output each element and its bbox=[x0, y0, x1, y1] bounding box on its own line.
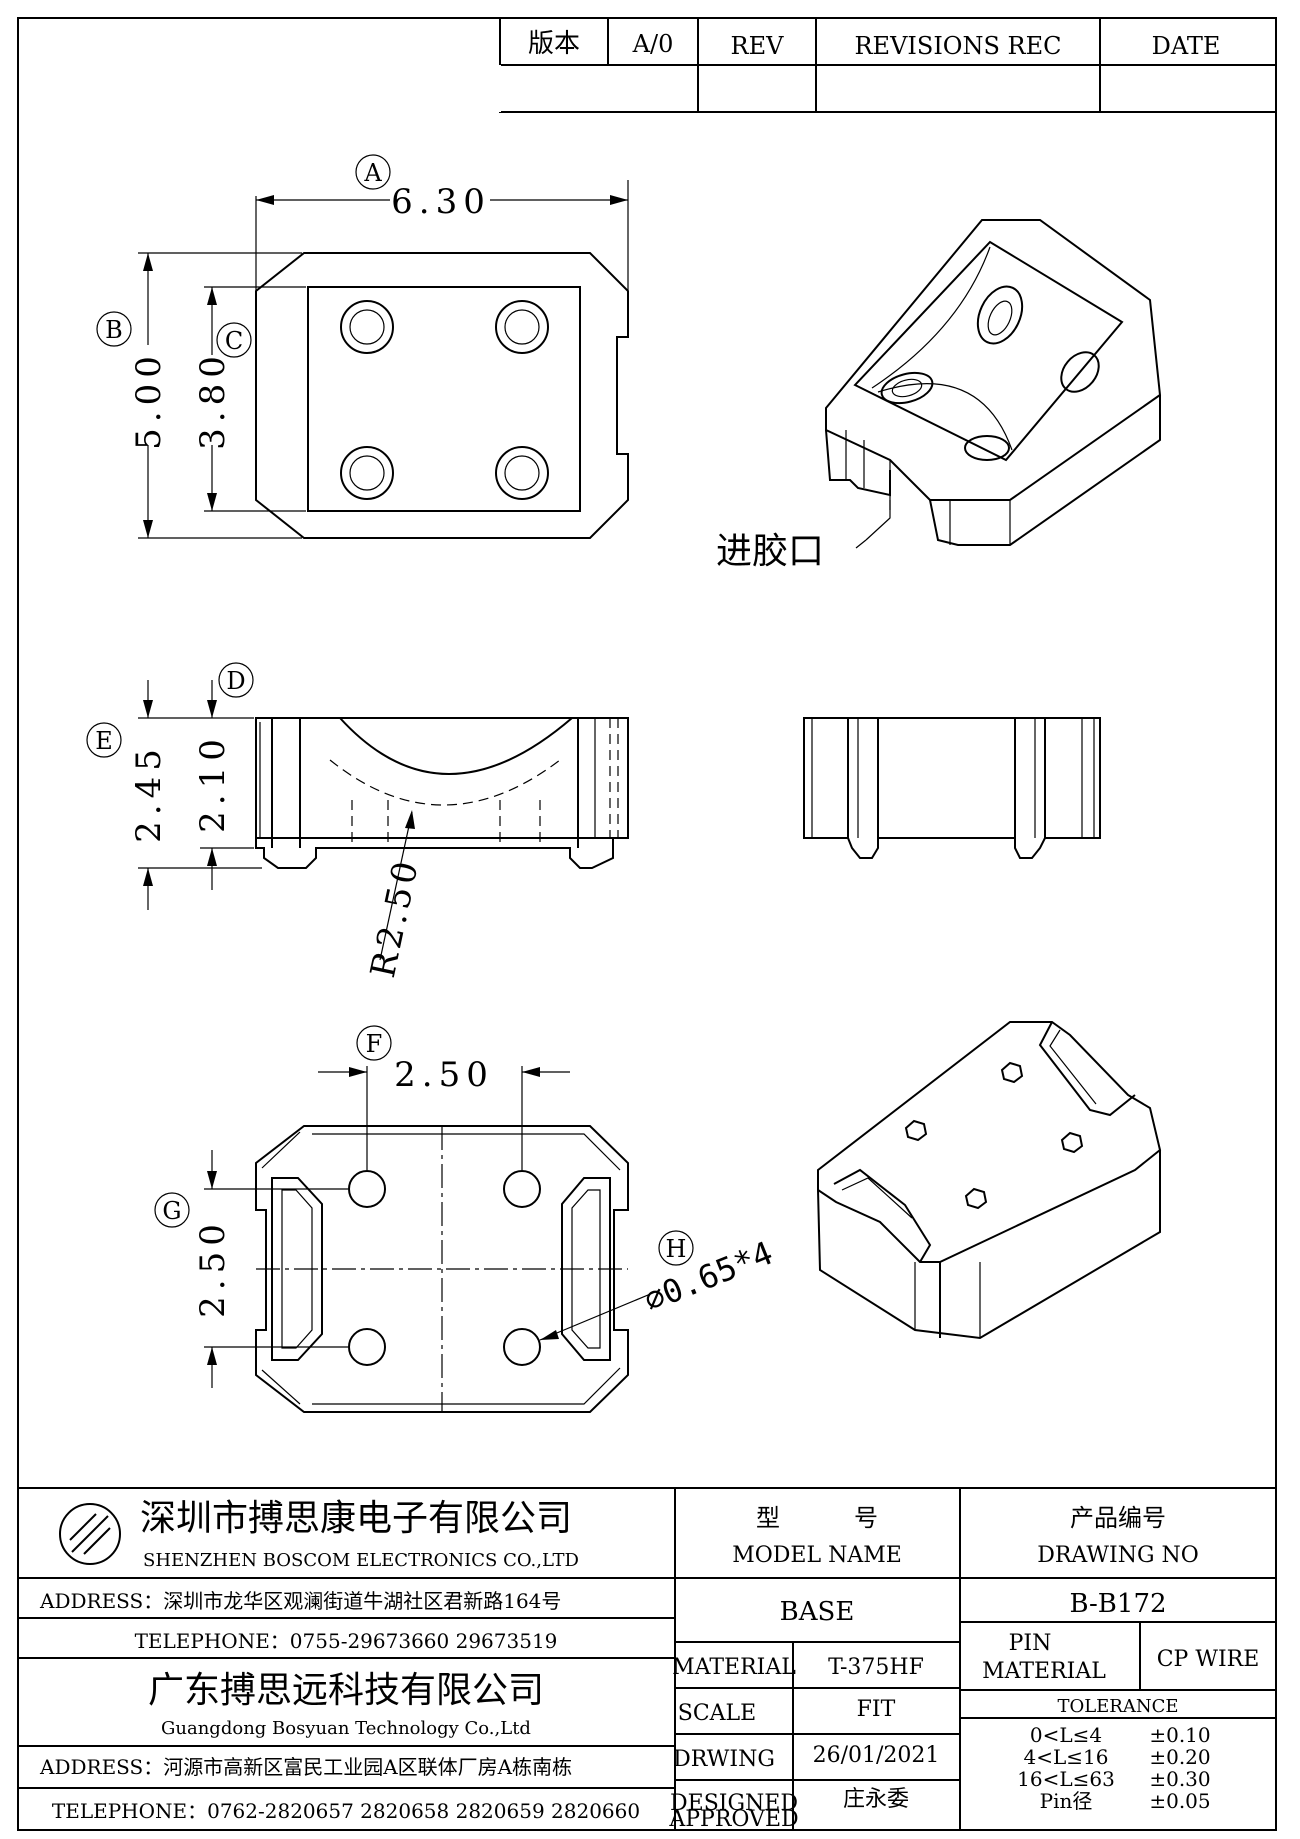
tolerance-range: 0<L≤4 bbox=[1030, 1723, 1102, 1747]
scale-label: SCALE bbox=[678, 1701, 756, 1726]
dim-g: 2.50 bbox=[193, 1218, 233, 1318]
telephone1: TELEPHONE：0755-29673660 29673519 bbox=[135, 1629, 558, 1653]
model-cn-2: 号 bbox=[854, 1504, 878, 1532]
dim-d: 2.10 bbox=[193, 733, 233, 833]
callout-f: F bbox=[366, 1030, 383, 1058]
material-value: T-375HF bbox=[828, 1655, 924, 1680]
model-cn-1: 型 bbox=[756, 1504, 780, 1532]
iso-top-view: 进胶口 bbox=[716, 219, 1162, 572]
gate-label: 进胶口 bbox=[716, 531, 824, 572]
drawing-en: DRAWING NO bbox=[1037, 1543, 1199, 1568]
side-view bbox=[803, 717, 1101, 859]
telephone2: TELEPHONE：0762-2820657 2820658 2820659 2… bbox=[52, 1799, 640, 1823]
callout-e: E bbox=[95, 727, 113, 755]
designed-value: 庄永委 bbox=[843, 1787, 909, 1812]
drawing-value: B-B172 bbox=[1069, 1589, 1166, 1619]
callout-g: G bbox=[162, 1197, 181, 1225]
model-en: MODEL NAME bbox=[732, 1543, 902, 1568]
tolerance-range: Pin径 bbox=[1040, 1789, 1093, 1813]
version-value: A/0 bbox=[632, 30, 674, 58]
version-label: 版本 bbox=[528, 29, 580, 59]
front-view: D 2.10 E 2.45 R2.50 bbox=[86, 662, 629, 981]
tolerance-value: ±0.05 bbox=[1149, 1789, 1210, 1813]
company-en: SHENZHEN BOSCOM ELECTRONICS CO.,LTD bbox=[143, 1550, 579, 1571]
tolerance-value: ±0.20 bbox=[1149, 1745, 1210, 1769]
callout-b: B bbox=[105, 316, 123, 344]
company-logo bbox=[59, 1503, 121, 1565]
radius-label: R2.50 bbox=[363, 854, 427, 981]
tolerance-value: ±0.10 bbox=[1149, 1723, 1210, 1747]
material-label: MATERIAL bbox=[672, 1655, 796, 1680]
iso-bottom-view bbox=[817, 1021, 1162, 1340]
drawing-label: DRWING bbox=[673, 1747, 775, 1772]
pin-label-1: PIN bbox=[1009, 1631, 1052, 1656]
address1: ADDRESS：深圳市龙华区观澜街道牛湖社区君新路164号 bbox=[39, 1589, 561, 1613]
address2: ADDRESS：河源市高新区富民工业园A区联体厂房A栋南栋 bbox=[39, 1755, 572, 1779]
model-value: BASE bbox=[780, 1597, 855, 1627]
revisions-header: REVISIONS REC bbox=[854, 32, 1061, 60]
dim-a: 6.30 bbox=[391, 182, 491, 222]
drawing-date: 26/01/2021 bbox=[813, 1743, 940, 1768]
callout-d: D bbox=[226, 667, 245, 695]
company2-en: Guangdong Bosyuan Technology Co.,Ltd bbox=[161, 1718, 531, 1739]
pin-label-2: MATERIAL bbox=[982, 1659, 1106, 1684]
drawing-cn: 产品编号 bbox=[1070, 1504, 1166, 1532]
dim-f: 2.50 bbox=[394, 1055, 494, 1095]
tolerance-table: 0<L≤4 ±0.10 4<L≤16 ±0.20 16<L≤63 ±0.30 P… bbox=[1017, 1723, 1211, 1813]
scale-value: FIT bbox=[857, 1697, 896, 1722]
company-cn: 深圳市搏思康电子有限公司 bbox=[140, 1498, 572, 1539]
approved-label: APPROVED bbox=[668, 1807, 798, 1832]
title-block: 深圳市搏思康电子有限公司 SHENZHEN BOSCOM ELECTRONICS… bbox=[18, 1487, 1276, 1832]
top-view: A 6.30 B 5.00 C 3.80 bbox=[96, 154, 629, 539]
tolerance-value: ±0.30 bbox=[1149, 1767, 1210, 1791]
dim-c: 3.80 bbox=[193, 350, 233, 450]
pin-value: CP WIRE bbox=[1157, 1647, 1260, 1672]
bottom-view: F 2.50 G 2.50 H ⌀0.65*4 bbox=[154, 1025, 778, 1413]
date-header: DATE bbox=[1152, 32, 1221, 60]
callout-a: A bbox=[363, 159, 382, 187]
tolerance-range: 16<L≤63 bbox=[1017, 1767, 1115, 1791]
designed-label: DESIGNED bbox=[670, 1791, 798, 1816]
callout-c: C bbox=[225, 327, 243, 355]
tolerance-range: 4<L≤16 bbox=[1024, 1745, 1109, 1769]
callout-h: H bbox=[666, 1235, 687, 1263]
company2-cn: 广东搏思远科技有限公司 bbox=[148, 1670, 544, 1711]
dim-b: 5.00 bbox=[129, 350, 169, 450]
revision-block: 版本 A/0 REV REVISIONS REC DATE bbox=[499, 17, 1277, 113]
dim-e: 2.45 bbox=[129, 743, 169, 843]
rev-header: REV bbox=[731, 32, 785, 60]
tolerance-label: TOLERANCE bbox=[1057, 1696, 1178, 1717]
